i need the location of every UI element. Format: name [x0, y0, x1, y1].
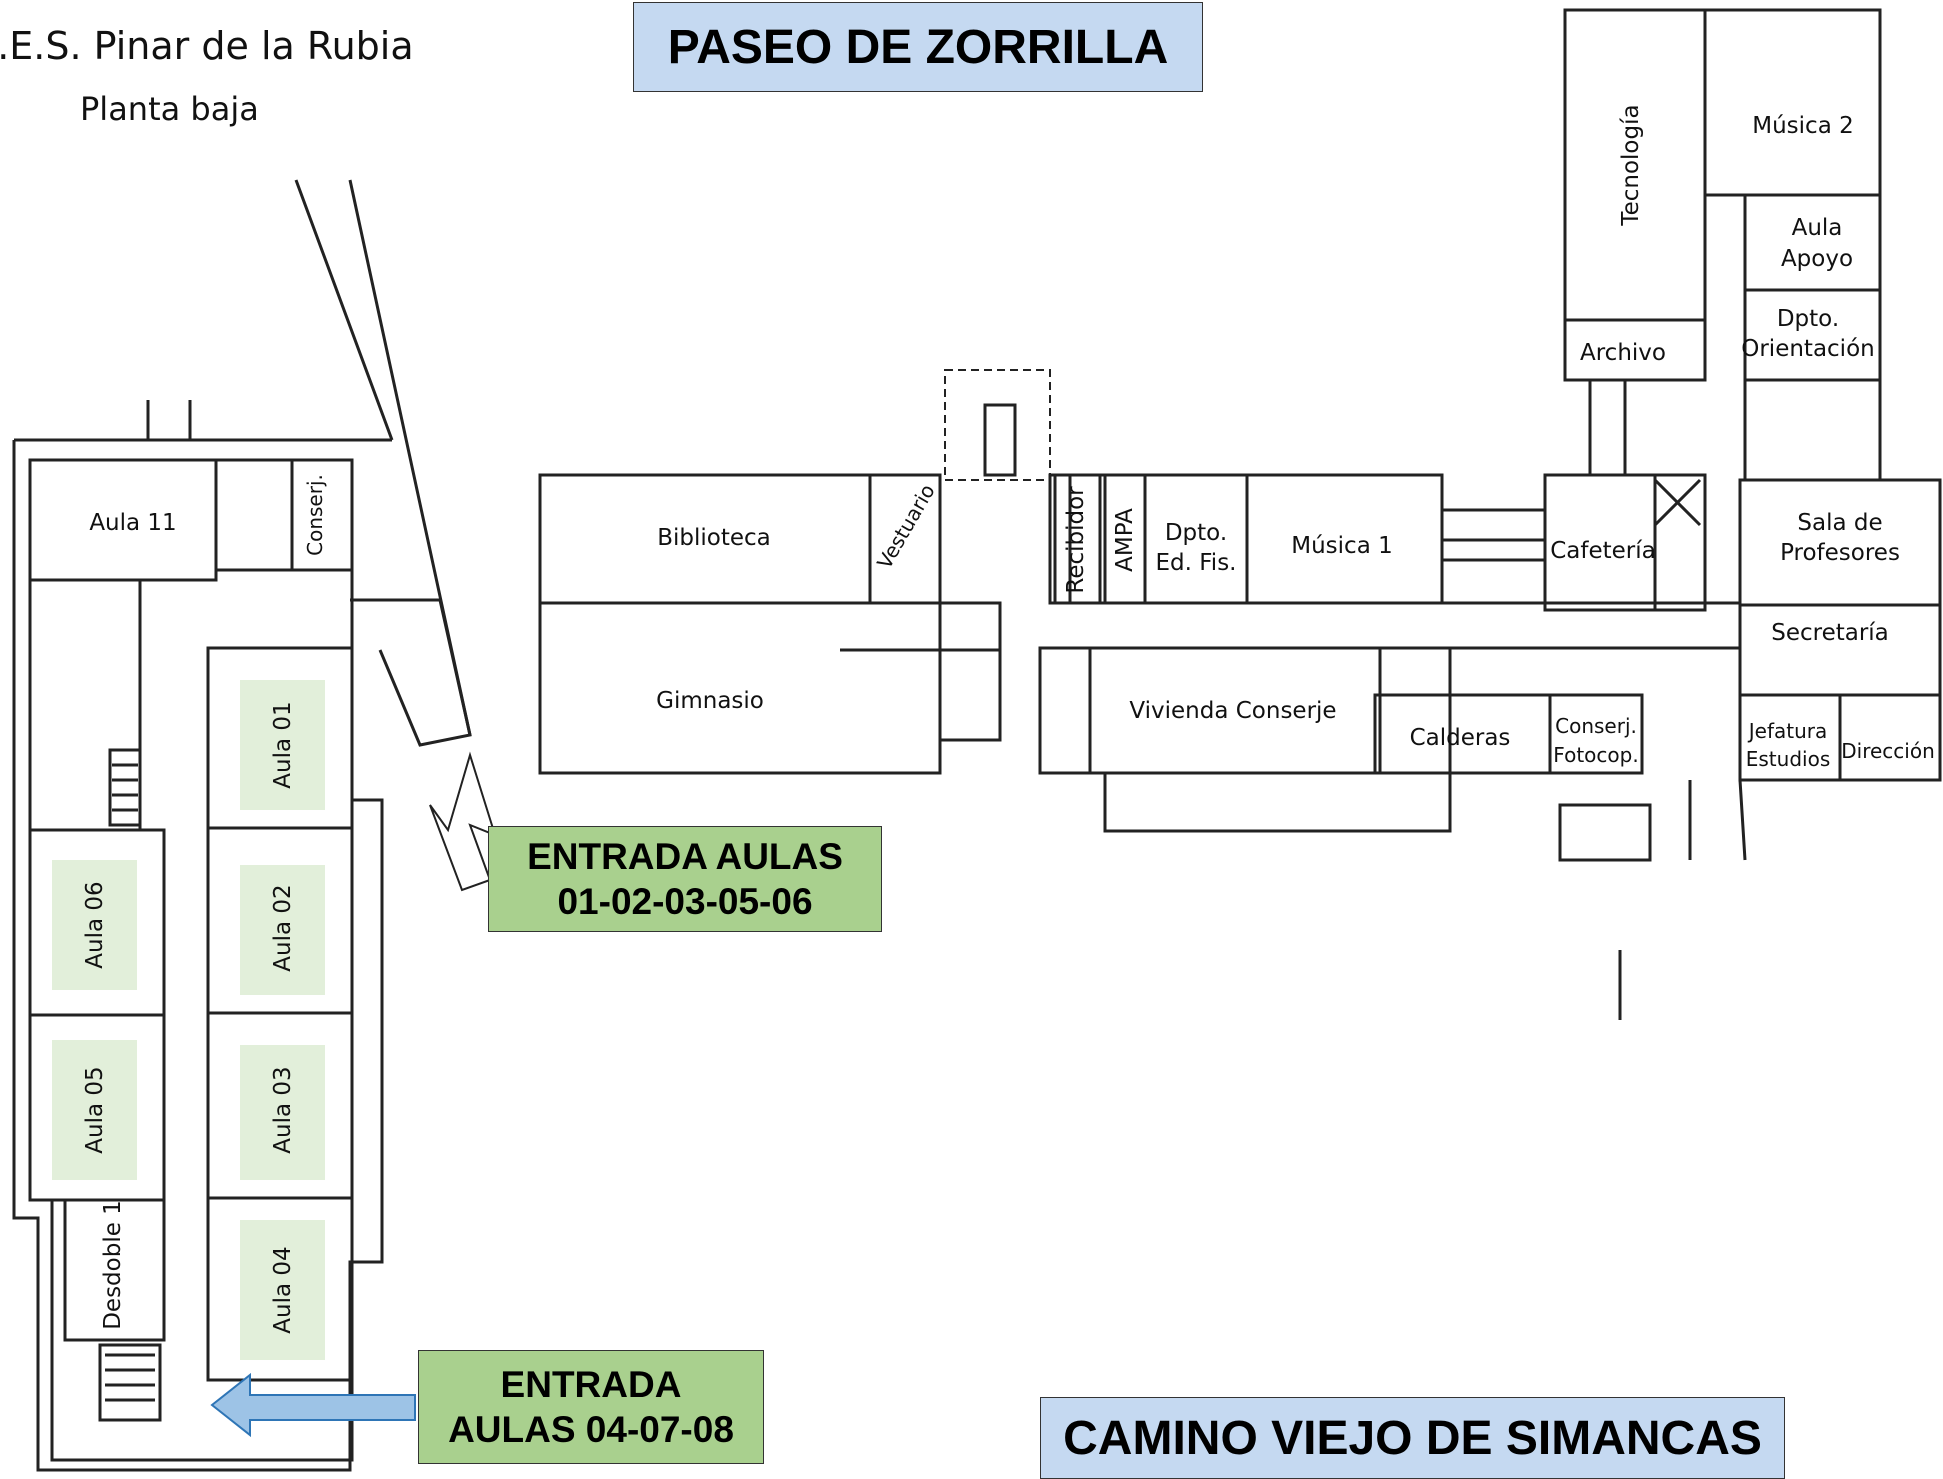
label-calderas: Calderas — [1410, 725, 1511, 751]
room-archivo — [1563, 318, 1707, 382]
label-dpto-ed-fis-2: Ed. Fis. — [1156, 550, 1237, 576]
entrance-arrow-main — [429, 751, 497, 892]
street-north-label: PASEO DE ZORRILLA — [633, 2, 1203, 92]
label-conserj-a: Conserj. — [303, 474, 327, 556]
label-aula-apoyo-1: Aula — [1792, 215, 1843, 241]
room-conserj-fotocop — [1548, 693, 1644, 775]
highlight-aula-04 — [240, 1220, 325, 1360]
label-aula-05: Aula 05 — [82, 1066, 108, 1153]
label-cafeteria: Cafetería — [1550, 538, 1656, 564]
label-direccion: Dirección — [1841, 739, 1935, 763]
entrance-arrow-rear — [210, 1372, 416, 1438]
label-jefatura-estudios-2: Estudios — [1746, 747, 1830, 771]
room-conserj-a — [290, 458, 354, 572]
label-ampa: AMPA — [1112, 508, 1138, 572]
room-aula-04 — [206, 1196, 354, 1382]
lift — [983, 403, 1017, 477]
school-name: I.E.S. Pinar de la Rubia — [0, 24, 414, 68]
label-musica-2: Música 2 — [1752, 113, 1853, 139]
room-desdoble-1 — [63, 1198, 166, 1342]
label-dpto-orientacion-1: Dpto. — [1777, 306, 1839, 332]
label-biblioteca: Biblioteca — [657, 525, 771, 551]
ramp — [1558, 803, 1652, 862]
highlight-aula-02 — [240, 865, 325, 995]
highlight-aula-05 — [52, 1040, 137, 1180]
floor-name: Planta baja — [80, 90, 259, 128]
room-aula-apoyo — [1743, 193, 1882, 292]
label-dpto-orientacion-2: Orientación — [1741, 336, 1874, 362]
room-labels: Aula 11 Conserj. Aula 01 Aula 02 Aula 03… — [82, 104, 1935, 1333]
classroom-highlights — [52, 680, 325, 1360]
highlight-aula-03 — [240, 1045, 325, 1180]
street-south-label: CAMINO VIEJO DE SIMANCAS — [1040, 1397, 1785, 1479]
room-dpto-orientacion — [1743, 288, 1882, 382]
room-direccion — [1838, 693, 1942, 782]
label-sala-profesores-1: Sala de — [1797, 510, 1882, 536]
room-wc-stairs — [28, 578, 142, 832]
label-musica-1: Música 1 — [1291, 533, 1392, 559]
entrance-main-line-2: 01-02-03-05-06 — [557, 881, 813, 922]
label-aula-02: Aula 02 — [270, 884, 296, 971]
label-aula-apoyo-2: Apoyo — [1781, 246, 1853, 272]
label-jefatura-estudios-1: Jefatura — [1747, 719, 1828, 743]
label-aula-06: Aula 06 — [82, 881, 108, 968]
canopy-outline — [944, 369, 1051, 481]
room-musica-2 — [1703, 8, 1882, 197]
label-desdoble-1: Desdoble 1 — [100, 1200, 126, 1330]
label-dpto-ed-fis-1: Dpto. — [1165, 520, 1227, 546]
room-cafe-storage — [1653, 473, 1707, 612]
label-recibidor: Recibidor — [1063, 486, 1089, 594]
entrance-rear-label: ENTRADA AULAS 04-07-08 — [418, 1350, 764, 1464]
room-secretaria — [1738, 603, 1942, 697]
label-conserj-fotocop-1: Conserj. — [1555, 714, 1637, 738]
room-wc-a — [214, 458, 294, 572]
label-vivienda-conserje: Vivienda Conserje — [1129, 698, 1336, 724]
walls — [12, 8, 1942, 1472]
street-north-text: PASEO DE ZORRILLA — [667, 20, 1169, 74]
entrance-main-line-1: ENTRADA AULAS — [527, 836, 843, 877]
room-vivienda-lower — [1103, 771, 1452, 833]
highlight-aula-06 — [52, 860, 137, 990]
entrance-rear-line-1: ENTRADA — [500, 1364, 682, 1405]
label-sala-profesores-2: Profesores — [1780, 540, 1900, 566]
entrance-main-label: ENTRADA AULAS 01-02-03-05-06 — [488, 826, 882, 932]
label-aula-03: Aula 03 — [270, 1066, 296, 1153]
label-conserj-fotocop-2: Fotocop. — [1553, 743, 1638, 767]
label-secretaria: Secretaría — [1771, 620, 1889, 646]
label-aula-04: Aula 04 — [270, 1246, 296, 1333]
street-south-text: CAMINO VIEJO DE SIMANCAS — [1063, 1411, 1762, 1465]
label-aula-01: Aula 01 — [270, 701, 296, 788]
label-gimnasio: Gimnasio — [656, 688, 764, 714]
label-archivo: Archivo — [1580, 340, 1666, 366]
entrance-rear-line-2: AULAS 04-07-08 — [448, 1409, 734, 1450]
label-tecnologia: Tecnología — [1618, 104, 1644, 226]
label-vestuario: Vestuario — [872, 480, 940, 573]
label-aula-11: Aula 11 — [89, 510, 176, 536]
highlight-aula-01 — [240, 680, 325, 810]
